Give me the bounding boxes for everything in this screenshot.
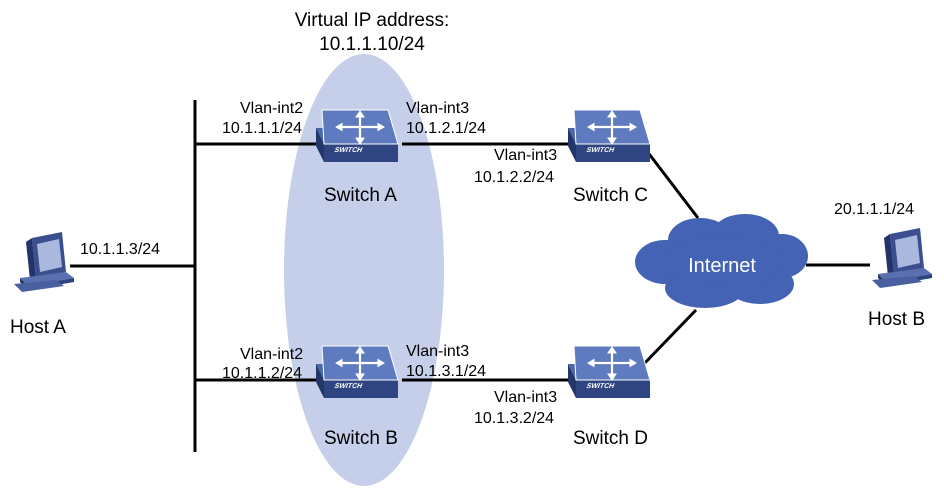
switch-c-name: Switch C — [573, 185, 648, 206]
switch-a-name: Switch A — [324, 185, 397, 206]
switch-c-ip: 10.1.2.2/24 — [474, 169, 554, 186]
host-a-ip: 10.1.1.3/24 — [80, 241, 160, 258]
links — [70, 100, 870, 452]
vrrp-ip: 10.1.1.10/24 — [319, 34, 425, 55]
switch-a-right-ip: 10.1.2.1/24 — [406, 120, 486, 137]
switch-b-device-label: SWITCH — [333, 381, 364, 390]
switch-b: SWITCH — [314, 344, 400, 400]
switch-a-left-if: Vlan-int2 — [240, 100, 303, 117]
switch-a-device-label: SWITCH — [333, 145, 364, 154]
switch-b-right-ip: 10.1.3.1/24 — [406, 363, 486, 380]
host-b-ip: 20.1.1.1/24 — [834, 201, 914, 218]
switch-a: SWITCH — [314, 108, 400, 164]
switch-c-if: Vlan-int3 — [494, 147, 557, 164]
switch-c-device-label: SWITCH — [585, 145, 616, 154]
link-switch-d-internet — [638, 308, 698, 370]
switch-b-name: Switch B — [324, 428, 398, 449]
switch-b-left-ip: 10.1.1.2/24 — [222, 365, 302, 382]
host-b-pc-icon — [872, 228, 932, 288]
switch-c: SWITCH — [566, 108, 652, 164]
internet-cloud: Internet — [635, 214, 808, 308]
switch-d: SWITCH — [566, 344, 652, 400]
switch-a-right-if: Vlan-int3 — [406, 100, 469, 117]
switch-d-name: Switch D — [573, 428, 648, 449]
host-a-name: Host A — [10, 317, 66, 338]
switch-d-device-label: SWITCH — [585, 381, 616, 390]
switch-b-left-if: Vlan-int2 — [240, 346, 303, 363]
switch-d-ip: 10.1.3.2/24 — [474, 410, 554, 427]
switch-b-right-if: Vlan-int3 — [406, 343, 469, 360]
vrrp-title: Virtual IP address: — [295, 10, 450, 31]
host-a-pc-icon — [14, 232, 74, 292]
host-b-name: Host B — [868, 309, 925, 330]
internet-label: Internet — [688, 255, 756, 277]
switch-a-left-ip: 10.1.1.1/24 — [222, 120, 302, 137]
switch-d-if: Vlan-int3 — [494, 389, 557, 406]
